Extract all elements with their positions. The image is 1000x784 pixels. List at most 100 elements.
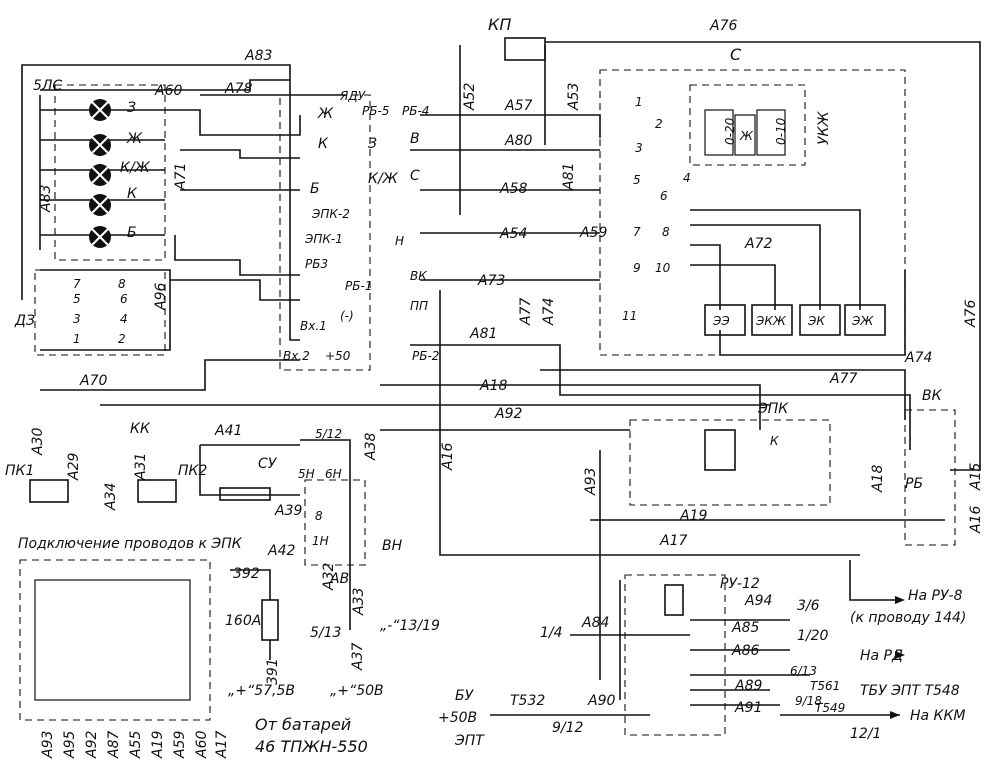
wire-A89: A89 — [734, 678, 762, 694]
label-fuse: 160А — [225, 613, 261, 629]
wire-A19: A19 — [679, 508, 707, 524]
term-S: С — [410, 168, 420, 184]
wire-A18-right: A18 — [870, 465, 886, 493]
wire-A70: A70 — [79, 373, 107, 389]
label-ee: ЭЭ — [712, 314, 730, 328]
wire-A15: A15 — [968, 463, 984, 491]
label-meter1: 0-20 — [723, 117, 737, 145]
wire-A38: A38 — [363, 433, 379, 461]
caption-battery2: 46 ТПЖН-550 — [255, 737, 368, 756]
term-K-epk: К — [770, 434, 779, 448]
label-ek: ЭК — [807, 314, 825, 328]
wire-A73: A73 — [477, 273, 505, 289]
caption-to-rd: На РД — [860, 648, 903, 664]
label-SU: СУ — [258, 456, 278, 472]
label-EPK: ЭПК — [757, 401, 789, 417]
term-c9: 9 — [633, 261, 641, 275]
caption-connect: Подключение проводов к ЭПК — [18, 536, 243, 552]
wire-A32: A32 — [321, 563, 337, 591]
load-ek — [799, 304, 841, 336]
terminal-labels: Ж К Б З К/Ж В С РБ-5 РБ-4 ЭПК-2 ЭПК-1 Н … — [73, 95, 881, 742]
term-c6: 6 — [660, 189, 668, 203]
bottom-term-5: А19 — [150, 731, 166, 759]
label-UKZh: УКЖ — [816, 111, 832, 145]
bottom-term-2: А92 — [84, 731, 100, 759]
label-ekzh: ЭКЖ — [755, 314, 787, 328]
term-VK: ВК — [410, 269, 427, 283]
term-c7: 7 — [633, 225, 641, 239]
wire-A93: A93 — [583, 468, 599, 496]
caption-battery1: От батарей — [255, 715, 351, 734]
wire-A74-right: A74 — [904, 350, 932, 366]
wire-A59: A59 — [579, 225, 607, 241]
wire-A78: A78 — [224, 81, 252, 97]
wire-A33: A33 — [351, 588, 367, 616]
wire-A84: A84 — [581, 615, 609, 631]
wire-A34: A34 — [103, 483, 119, 511]
bottom-term-0: А93 — [40, 731, 56, 759]
term-RB2: РБ-2 — [412, 349, 439, 363]
term-3_6: 3/6 — [797, 598, 820, 614]
pk1-coil — [29, 479, 69, 503]
lamp-Z — [89, 99, 111, 121]
label-KP: КП — [488, 15, 511, 34]
lamp-label-2: К/Ж — [120, 160, 151, 176]
label-RB: РБ — [905, 476, 923, 492]
term-RB4: РБ-4 — [402, 104, 429, 118]
wire-A76-right: A76 — [963, 300, 979, 328]
caption-v50: „+“50В — [330, 683, 384, 699]
wire-A52: A52 — [462, 83, 478, 111]
lamp-label-0: З — [127, 100, 136, 116]
captions: Подключение проводов к ЭПК „+“57,5В „+“5… — [18, 536, 966, 756]
term-12_1: 12/1 — [850, 726, 881, 742]
wiring-lines — [21, 41, 981, 719]
wire-A81-mid: A81 — [469, 326, 497, 342]
term-c4: 4 — [683, 171, 691, 185]
wire-A16-right: A16 — [968, 506, 984, 534]
label-RU12: РУ-12 — [720, 576, 760, 592]
term-1_20: 1/20 — [797, 628, 829, 644]
term-d8: 8 — [118, 277, 126, 291]
label-meterZh: Ж — [739, 129, 754, 143]
wire-T561: T561 — [810, 679, 840, 693]
pk2-coil — [137, 479, 177, 503]
wire-A39: A39 — [274, 503, 302, 519]
term-Z: З — [368, 136, 377, 152]
label-ezh: ЭЖ — [851, 314, 874, 328]
wire-A53: A53 — [566, 83, 582, 111]
wire-A72: A72 — [744, 236, 772, 252]
term-13_19: „-“13/19 — [380, 618, 440, 634]
term-EPK2: ЭПК-2 — [311, 207, 350, 221]
term-EPK1: ЭПК-1 — [304, 232, 343, 246]
term-plus50: +50 — [325, 349, 351, 363]
term-d1: 1 — [73, 332, 81, 346]
block-labels: КП С 5ЛС ДЗ ЯДУ УКЖ ВК РБ ЭПК СУ ВН АВ П… — [5, 15, 943, 749]
wire-A90: A90 — [587, 693, 615, 709]
term-d5: 5 — [73, 292, 81, 306]
bottom-term-3: А87 — [106, 731, 122, 759]
bottom-term-1: А95 — [62, 731, 78, 759]
wire-A83-top: A83 — [244, 48, 272, 64]
caption-v575: „+“57,5В — [228, 683, 295, 699]
wire-A80: A80 — [504, 133, 532, 149]
term-c3: 3 — [635, 141, 643, 155]
term-K: К — [318, 136, 329, 152]
epk-coil — [704, 429, 736, 471]
term-392: 392 — [233, 566, 260, 582]
wire-A74-mid: A74 — [541, 298, 557, 326]
wire-A37: A37 — [350, 643, 366, 671]
ru12-coil — [664, 584, 684, 616]
enclosures — [19, 69, 956, 736]
wire-A83-left: A83 — [38, 185, 54, 213]
term-5N: 5Н — [298, 467, 315, 481]
term-d2: 2 — [118, 332, 126, 346]
wire-A71: A71 — [173, 163, 189, 191]
wire-A18-left: A18 — [479, 378, 507, 394]
term-c1: 1 — [635, 95, 643, 109]
bottom-term-8: А17 — [214, 731, 230, 759]
label-KK: КК — [130, 421, 151, 437]
wire-A41: A41 — [214, 423, 242, 439]
term-B: Б — [310, 181, 320, 197]
label-meter2: 0-10 — [774, 117, 788, 145]
term-Zh: Ж — [317, 106, 334, 122]
